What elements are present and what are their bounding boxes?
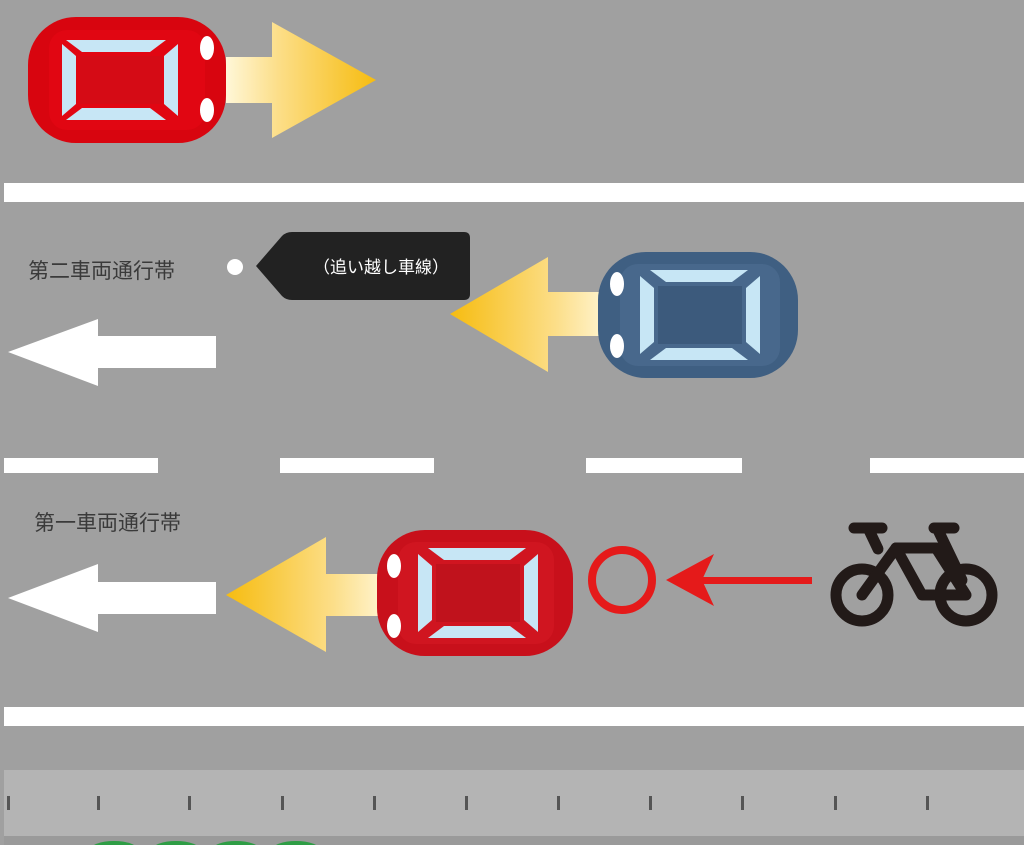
circle-mark-icon — [588, 546, 656, 614]
curb — [4, 770, 1024, 840]
lane-one-label: 第一車両通行帯 — [34, 511, 181, 535]
curb-ticks — [7, 796, 929, 810]
lane-arrow-icon — [8, 564, 216, 632]
lane-two-label: 第二車両通行帯 — [28, 259, 175, 283]
lane-line-bottom — [4, 707, 1024, 726]
red-car-icon — [28, 17, 376, 143]
cyclist-arrow-icon — [666, 554, 812, 606]
lane-line-top — [4, 183, 1024, 202]
overtaking-lane-label: （追い越し車線） — [313, 258, 449, 278]
callout-box — [256, 232, 470, 300]
road-shoulder — [0, 726, 1024, 770]
blue-car-icon — [450, 252, 798, 378]
callout-dot — [227, 259, 243, 275]
shrub-row — [94, 841, 316, 845]
dashed-lane-line — [4, 458, 1024, 473]
curb-edge — [4, 836, 1024, 845]
lane-arrow-icon — [8, 319, 216, 386]
bicycle-icon — [830, 522, 998, 627]
red-car-icon — [226, 530, 573, 656]
